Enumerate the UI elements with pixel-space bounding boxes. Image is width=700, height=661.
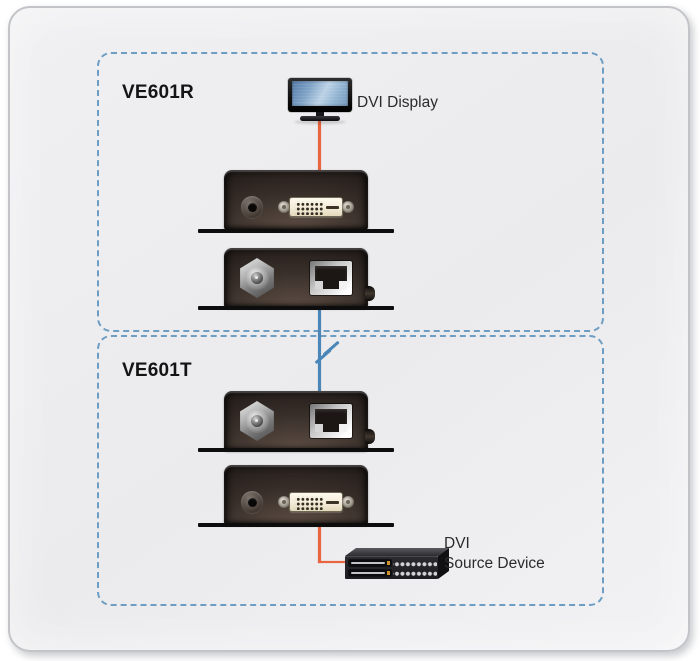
dvi-monitor-icon [288,78,352,124]
link-cable-receiver-to-transmitter [318,308,321,392]
dvi-port-icon [289,197,343,217]
mounting-bracket [198,229,394,233]
connector-core [251,415,263,427]
locking-power-connector-icon [240,258,274,298]
monitor-frame [288,78,352,112]
rj45-opening [315,266,347,289]
drive-bay-led [387,571,390,575]
source-label-line1: DVI [444,535,470,552]
connector-core [251,272,263,284]
mounting-bracket [198,306,394,310]
drive-bay-led [387,561,390,565]
rj45-port-icon [310,404,352,438]
button-grid-icon [393,558,437,577]
rack-source-device-icon [345,548,449,580]
source-label: DVI Source Device [444,534,545,573]
rj45-notch [315,281,323,289]
mounting-bracket [198,448,394,452]
source-side-face [438,548,449,579]
dvi-pin-grid [295,200,323,215]
power-jack-icon [241,196,263,218]
ve601t-unit-dvi-side [224,465,368,525]
ve601r-unit-link-side [224,248,375,308]
drive-bay-slot [351,572,385,574]
mounting-bracket [198,523,394,527]
monitor-screen [292,81,348,106]
rj45-notch [339,281,347,289]
dvi-cable-transmitter-vertical [318,527,321,563]
source-top-face [345,548,449,556]
ve601r-unit-dvi-side [224,170,368,230]
dvi-screw-icon [278,201,290,213]
rj45-port-icon [310,261,352,295]
dvi-port-icon [289,492,343,512]
side-knob-icon [365,286,375,301]
monitor-shadow [294,120,346,124]
drive-bay-slot [351,562,385,564]
dvi-cable-display-to-receiver [318,121,321,171]
receiver-group-box [97,52,604,332]
receiver-box-label: VE601R [122,82,194,103]
dvi-pin-grid [295,495,323,510]
rj45-opening [315,409,347,432]
dvi-blade-slot [326,501,339,504]
transmitter-box-label: VE601T [122,360,192,381]
power-jack-icon [241,491,263,513]
dvi-cable-transmitter-horizontal [318,560,347,563]
drive-bay-icon [348,569,392,577]
power-jack-hole [247,202,257,212]
source-label-line2: Source Device [444,554,545,572]
monitor-stand-neck [316,112,324,117]
diagram-card [8,6,690,652]
drive-bay-icon [348,559,392,567]
monitor-stand-base [300,116,340,121]
dvi-screw-icon [342,201,354,213]
source-front-face [345,556,438,579]
dvi-screw-icon [278,496,290,508]
power-jack-hole [247,497,257,507]
dvi-screw-icon [342,496,354,508]
display-label: DVI Display [357,94,438,111]
rj45-notch [339,424,347,432]
ve601t-unit-link-side [224,391,375,451]
locking-power-connector-icon [240,401,274,441]
dvi-blade-slot [326,206,339,209]
rj45-notch [315,424,323,432]
transmitter-group-box [97,335,604,606]
side-knob-icon [365,429,375,444]
